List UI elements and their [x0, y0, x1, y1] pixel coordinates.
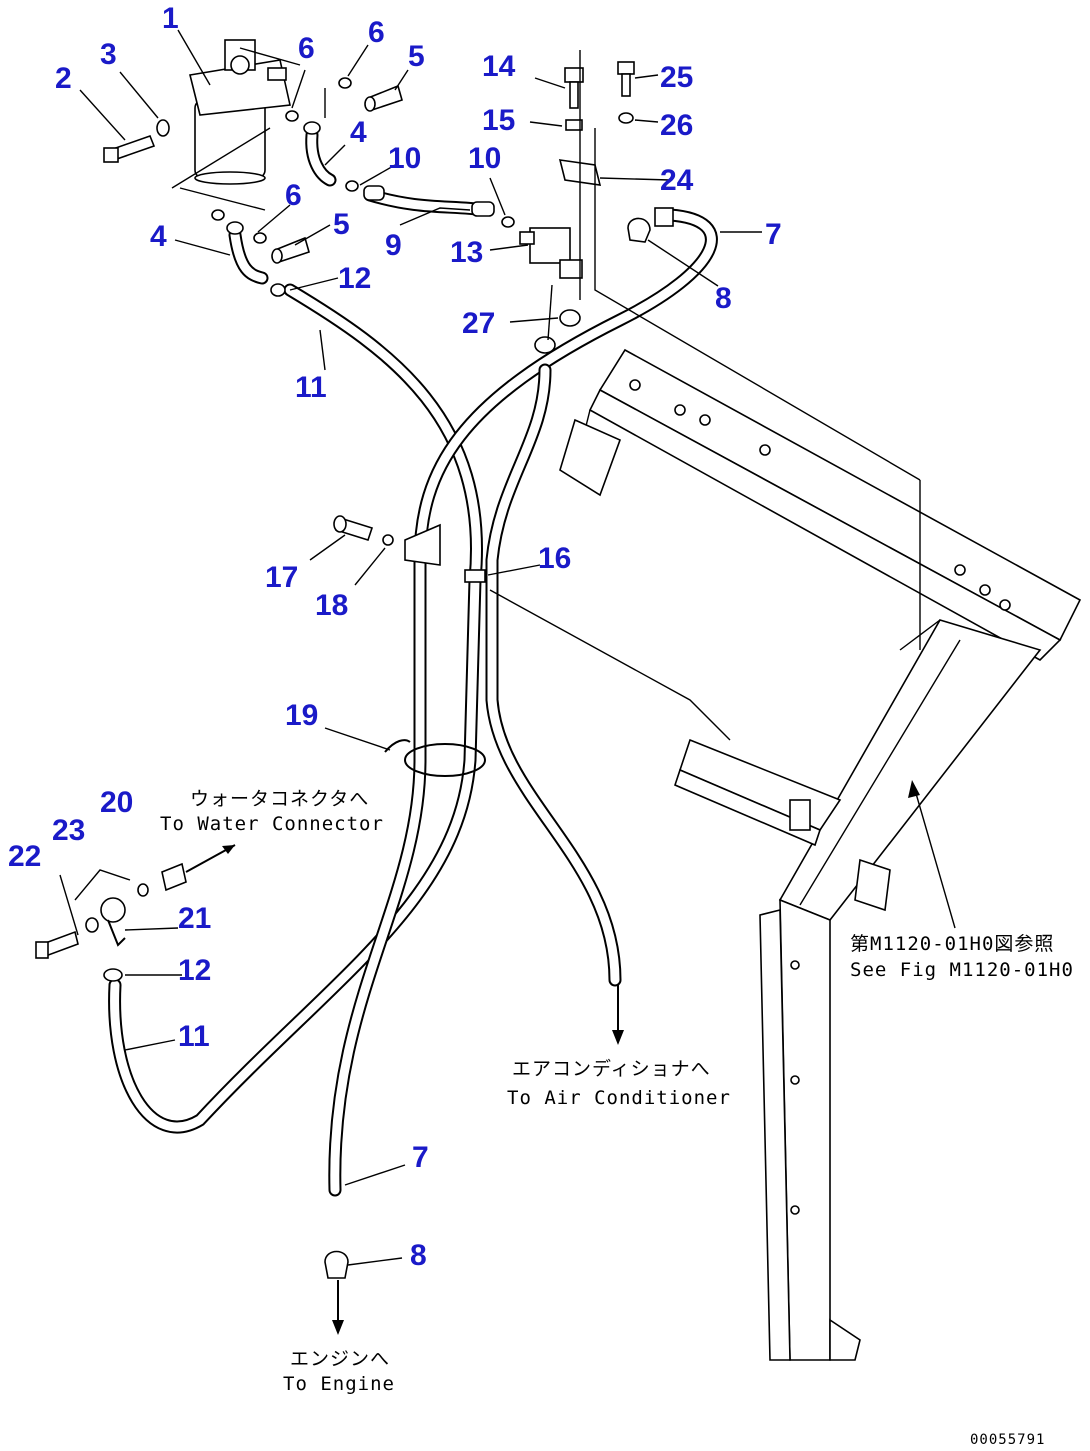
callout-11: 11	[178, 1020, 210, 1053]
callout-2: 2	[55, 62, 72, 95]
callout-14: 14	[482, 50, 516, 83]
callout-6: 6	[368, 16, 385, 49]
callout-8: 8	[715, 282, 732, 315]
destination-notes: ウォータコネクタへ To Water Connector エアコンディショナへ …	[160, 788, 1074, 1448]
filter-assembly	[189, 39, 291, 185]
callout-5: 5	[408, 40, 425, 73]
note-aircon-en: To Air Conditioner	[507, 1087, 731, 1109]
callout-21: 21	[178, 902, 211, 935]
note-seefig-en: See Fig M1120-01H0	[850, 959, 1074, 981]
note-aircon-jp: エアコンディショナへ	[512, 1058, 711, 1080]
callout-11: 11	[295, 371, 327, 404]
callout-13: 13	[450, 236, 483, 269]
callout-4: 4	[350, 116, 367, 149]
note-engine-jp: エンジンへ	[290, 1348, 390, 1370]
callout-10: 10	[388, 142, 421, 175]
callout-27: 27	[462, 307, 495, 340]
callout-6: 6	[285, 179, 302, 212]
callout-23: 23	[52, 814, 85, 847]
callout-12: 12	[338, 262, 371, 295]
callout-7: 7	[765, 218, 782, 251]
note-water-jp: ウォータコネクタへ	[190, 788, 369, 810]
drawing-number: 00055791	[970, 1432, 1045, 1448]
frame-structure	[559, 348, 1082, 1361]
callout-16: 16	[538, 542, 571, 575]
callout-6: 6	[298, 32, 315, 65]
small-parts	[35, 61, 674, 1279]
callout-22: 22	[8, 840, 41, 873]
callout-26: 26	[660, 109, 693, 142]
callout-4: 4	[150, 220, 167, 253]
callout-12: 12	[178, 954, 211, 987]
callout-1: 1	[162, 2, 179, 35]
callout-24: 24	[660, 164, 694, 197]
leader-lines	[59, 29, 956, 1335]
callout-7: 7	[412, 1141, 429, 1174]
callout-19: 19	[285, 699, 318, 732]
note-seefig-jp: 第M1120-01H0図参照	[850, 933, 1054, 955]
callout-3: 3	[100, 38, 117, 71]
callout-labels: 1 2 3 6 6 5 4 10 6 5 4 12 9 10 11 14 15 …	[8, 2, 782, 1272]
callout-15: 15	[482, 104, 515, 137]
callout-5: 5	[333, 208, 350, 241]
callout-20: 20	[100, 786, 133, 819]
callout-17: 17	[265, 561, 298, 594]
callout-9: 9	[385, 229, 402, 262]
callout-8: 8	[410, 1239, 427, 1272]
note-water-en: To Water Connector	[160, 813, 384, 835]
callout-25: 25	[660, 61, 693, 94]
note-engine-en: To Engine	[283, 1373, 395, 1395]
hoses	[108, 128, 718, 1197]
callout-18: 18	[315, 589, 348, 622]
callout-10: 10	[468, 142, 501, 175]
